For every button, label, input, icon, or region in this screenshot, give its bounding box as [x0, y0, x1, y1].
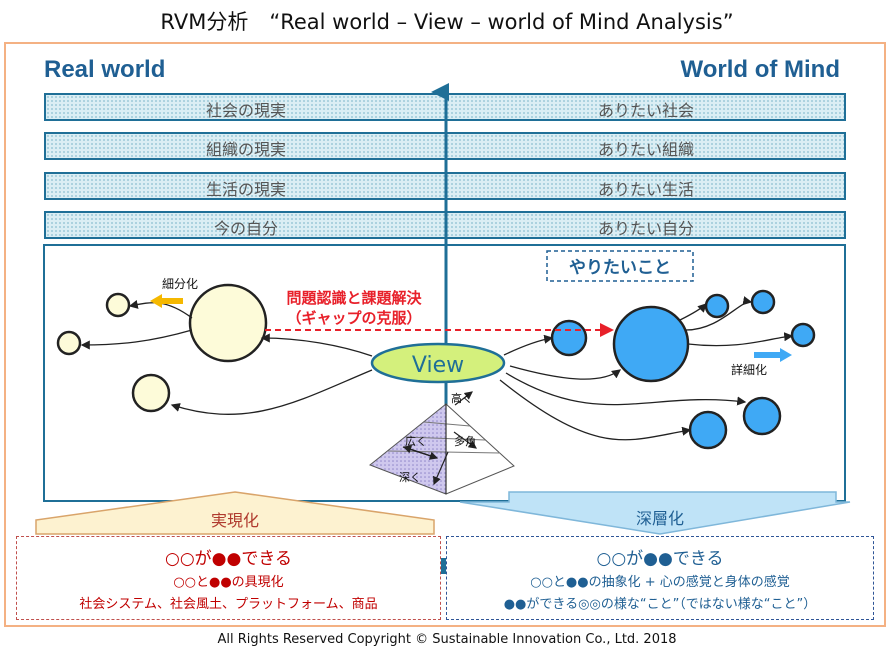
realize-line2: ○○と●●の具現化: [173, 575, 284, 590]
band-right-label: ありたい組織: [597, 140, 694, 159]
deepen-arrow-label: 深層化: [636, 509, 684, 528]
detail-arrow-icon: [754, 348, 792, 362]
realize-box: ○○が●●できる ○○と●●の具現化 社会システム、社会風土、プラットフォーム、…: [16, 536, 441, 620]
copyright-footer: All Rights Reserved Copyright © Sustaina…: [217, 632, 677, 647]
band-left-label: 組織の現実: [205, 140, 286, 159]
deepen-line3: ●●ができる◎◎の様な“こと”（ではない様な“こと”）: [503, 597, 817, 612]
real-bubble-small: [105, 292, 131, 318]
band-right-label: ありたい生活: [597, 180, 694, 199]
mind-bubble-medium: [688, 410, 728, 450]
mind-bubble-medium: [742, 396, 782, 436]
deepen-line1: ○○が●●できる: [596, 549, 724, 569]
real-bubble-large: [188, 283, 268, 363]
subdivide-label: 細分化: [162, 277, 198, 291]
deepen-arrow: [459, 491, 851, 535]
mind-bubble-small: [750, 289, 776, 315]
view-label: View: [412, 353, 464, 378]
pyramid: [369, 391, 515, 495]
real-world-heading: Real world: [44, 56, 166, 83]
realize-arrow: [35, 491, 435, 535]
realize-arrow-label: 実現化: [211, 511, 259, 530]
pyramid-high-label: 高く: [451, 391, 473, 405]
gap-label-line2: （ギャップの克服）: [286, 309, 421, 327]
real-bubble-small: [56, 330, 82, 356]
subdivide-arrow-icon: [150, 294, 183, 308]
mind-bubble-large: [612, 305, 690, 383]
band-left-label: 生活の現実: [205, 180, 286, 199]
view-ellipse: [370, 342, 506, 384]
real-bubble-medium: [131, 373, 171, 413]
want-label: やりたいこと: [569, 258, 671, 278]
outer-frame: [4, 42, 886, 627]
gap-label-line1: 問題認識と課題解決: [286, 289, 422, 307]
mind-bubble-small: [704, 293, 730, 319]
band-right-label: ありたい自分: [597, 219, 694, 238]
pyramid-wide-label: 広く: [405, 435, 427, 448]
band-right-label: ありたい社会: [597, 101, 694, 120]
mind-bubble-medium: [550, 319, 588, 357]
realize-line3: 社会システム、社会風土、プラットフォーム、商品: [79, 597, 378, 612]
deepen-box: ○○が●●できる ○○と●●の抽象化 + 心の感覚と身体の感覚 ●●ができる◎◎…: [446, 536, 874, 620]
band-left-label: 今の自分: [213, 219, 278, 238]
realize-line1: ○○が●●できる: [165, 549, 292, 569]
pyramid-deep-label: 深く: [399, 471, 421, 484]
pyramid-many-label: 多角: [454, 434, 476, 448]
deepen-line2: ○○と●●の抽象化 + 心の感覚と身体の感覚: [530, 575, 790, 590]
band-left-label: 社会の現実: [205, 101, 286, 120]
page-title: RVM分析 “Real world – View – world of Mind…: [160, 10, 734, 34]
detail-label: 詳細化: [731, 362, 767, 377]
world-of-mind-heading: World of Mind: [680, 56, 840, 83]
mind-bubble-small: [790, 322, 816, 348]
want-box: [546, 250, 694, 282]
